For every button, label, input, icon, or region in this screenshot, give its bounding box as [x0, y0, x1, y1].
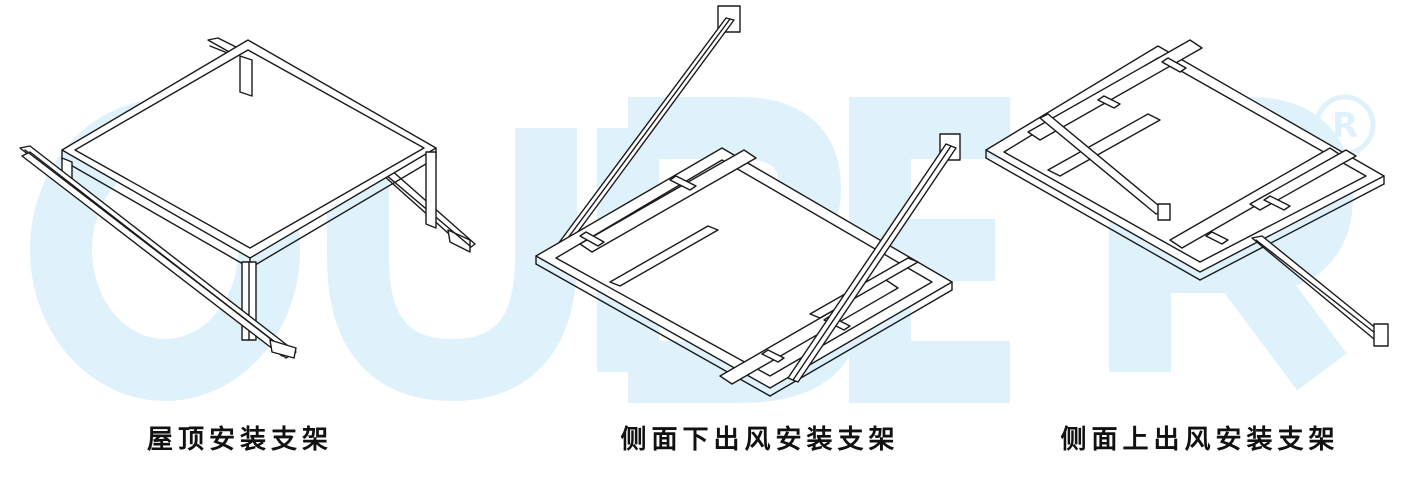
caption-roof-mount-bracket: 屋顶安装支架	[146, 425, 333, 455]
back-leg	[239, 55, 253, 97]
right-leg	[425, 151, 437, 229]
top-frame	[61, 39, 437, 269]
side-top-outlet-bracket-diagram	[985, 39, 1389, 347]
horizontal-frame-top	[985, 39, 1385, 281]
caption-side-top-outlet-bracket: 侧面上出风安装支架	[1060, 425, 1340, 455]
inner-wall-plate	[1157, 203, 1171, 221]
caption-side-bottom-outlet-bracket: 侧面下出风安装支架	[620, 425, 900, 455]
outer-wall-plate	[1373, 323, 1389, 347]
horizontal-frame	[535, 147, 953, 397]
registered-mark-letter: R	[1332, 106, 1358, 146]
outer-diagonal-bar	[1251, 235, 1389, 347]
right-strut	[787, 143, 957, 383]
roof-mount-bracket-diagram	[19, 37, 476, 359]
watermark-letter-u	[327, 128, 577, 402]
side-bottom-outlet-bracket-diagram	[535, 5, 961, 397]
front-diagonal-angle-bar	[19, 145, 297, 359]
lower-inner-brace	[1039, 113, 1171, 221]
